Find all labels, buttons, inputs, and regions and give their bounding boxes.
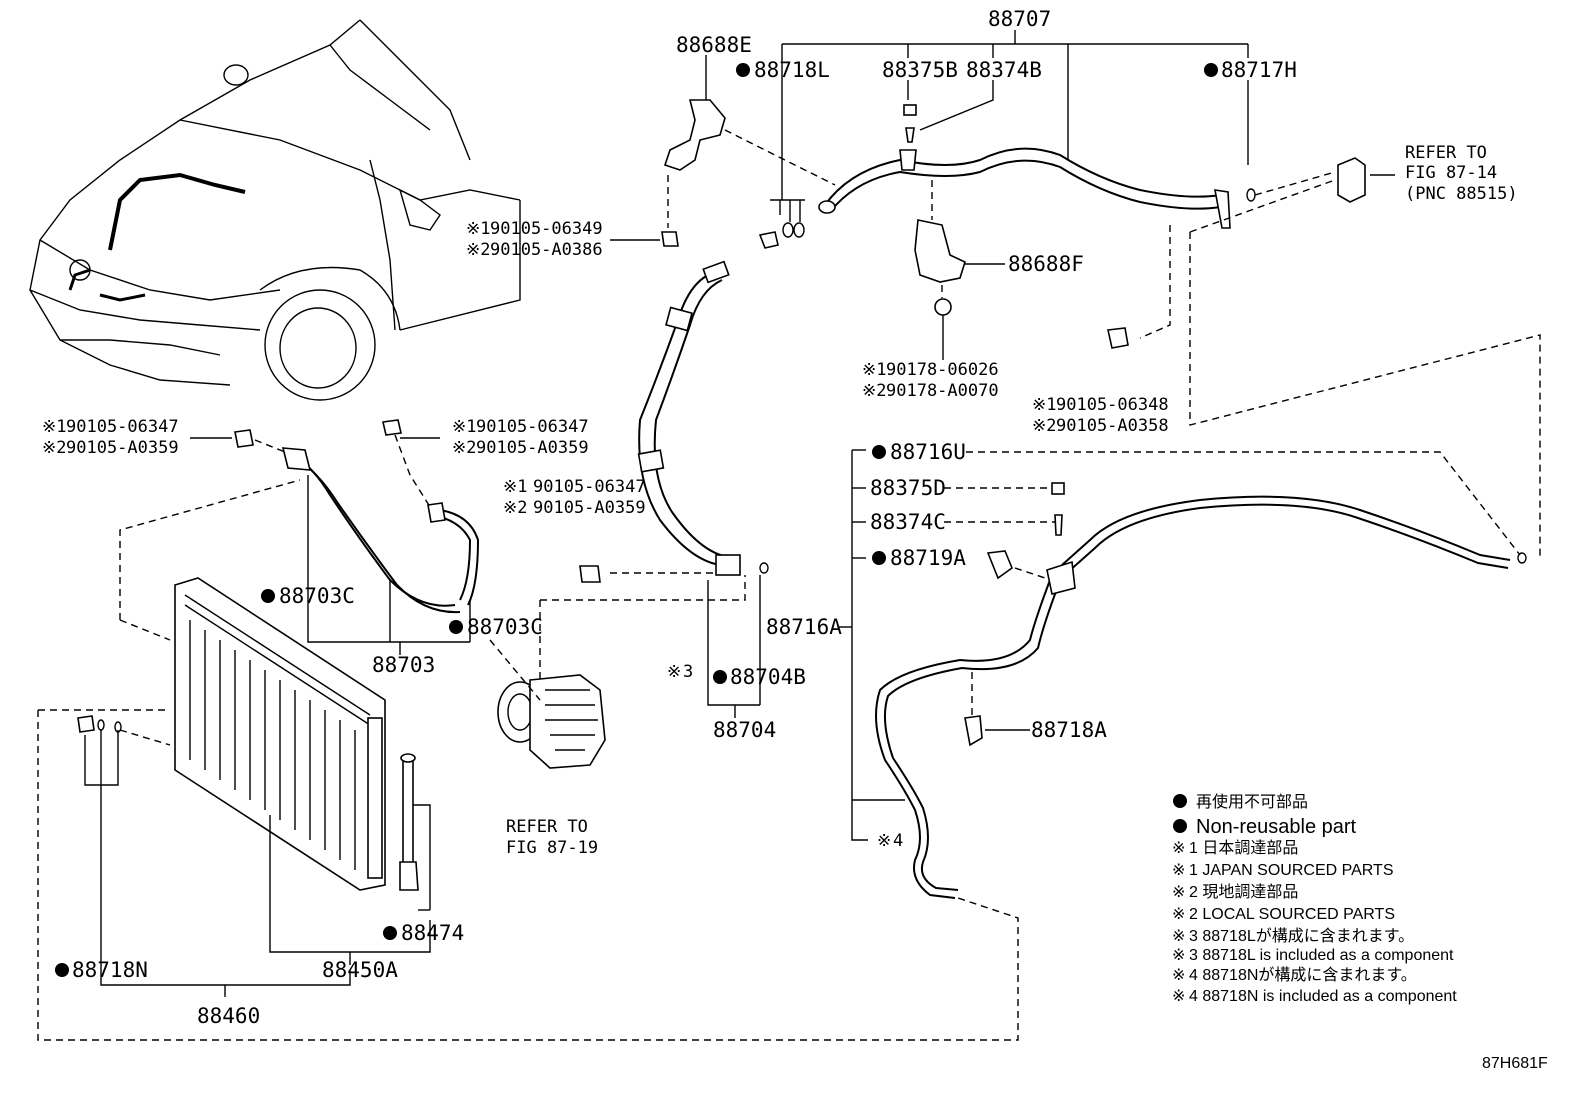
note-mark-2: ※2 [862,381,886,401]
car-illustration [29,19,521,401]
label-88703c: 88703C [279,584,355,608]
part-labels: 88707 88688E 88718L 88375B 88374B 88717H… [42,7,1548,1072]
legend-line-9: 4 88718Nが構成に含まれます。 [1189,966,1417,984]
label-88688e: 88688E [676,33,752,57]
label-88450a: 88450A [322,958,398,982]
legend-line-1: 再使用不可部品 [1196,793,1308,811]
bracket-88688f [914,180,1005,360]
label-88704b: 88704B [730,665,806,689]
note-mark: ※ [1172,906,1185,923]
note-mark-3: ※ [667,662,681,682]
legend-dot [1173,819,1187,833]
note-mark-2: ※2 [503,498,527,518]
legend-line-4: 1 JAPAN SOURCED PARTS [1189,862,1394,879]
bolt-number: 90105-06347 [66,417,179,437]
note-mark: ※ [1172,947,1185,964]
non-reusable-dot [261,589,275,603]
label-88718n: 88718N [72,958,148,982]
label-88718l: 88718L [754,58,830,82]
label-88703: 88703 [372,653,435,677]
note-mark: ※ [1172,884,1185,901]
pipe-88707-group [758,30,1256,249]
refer-to-text: REFER TO [1405,143,1487,163]
bolt-number: 90105-06349 [490,219,603,239]
legend-line-5: 2 現地調達部品 [1189,883,1298,901]
label-88688f: 88688F [1008,252,1084,276]
refer-pnc-text: (PNC 88515) [1405,184,1518,204]
label-88717h: 88717H [1221,58,1297,82]
note-mark-1: ※1 [503,477,527,497]
label-88375d: 88375D [870,476,946,500]
bolt-number: 90105-06348 [1056,395,1169,415]
legend-line-7: 3 88718Lが構成に含まれます。 [1189,927,1414,945]
bolt-number: 90105-06347 [533,477,646,497]
note-mark: ※ [1172,862,1185,879]
ref-4: 4 [893,831,903,851]
legend-dot [1173,794,1187,808]
non-reusable-dot [713,670,727,684]
bolt-number: 90105-A0386 [490,240,603,260]
note-mark-1: ※1 [1032,395,1056,415]
label-88703c: 88703C [467,615,543,639]
note-mark-2: ※2 [1032,416,1056,436]
non-reusable-dot [383,926,397,940]
non-reusable-dot [872,551,886,565]
legend-line-8: 3 88718L is included as a component [1189,947,1454,964]
label-88719a: 88719A [890,546,966,570]
hose-88704 [539,260,769,718]
bolt-number: 90105-06347 [476,417,589,437]
hose-88703 [119,419,480,655]
label-88716u: 88716U [890,440,966,464]
refer-to-text: REFER TO [506,817,588,837]
label-88707: 88707 [988,7,1051,31]
note-mark-1: ※1 [42,417,66,437]
label-88718a: 88718A [1031,718,1107,742]
note-mark: ※ [1172,928,1185,945]
label-88375b: 88375B [882,58,958,82]
label-88716a: 88716A [766,615,842,639]
note-mark-2: ※2 [452,438,476,458]
legend: 再使用不可部品 Non-reusable part ※ 1 日本調達部品 ※ 1… [1172,793,1457,1005]
label-88460: 88460 [197,1004,260,1028]
label-88374b: 88374B [966,58,1042,82]
label-88474: 88474 [401,921,464,945]
note-mark: ※ [1172,840,1185,857]
refer-fig-text: FIG 87-14 [1405,163,1497,183]
nut-number: 90178-A0070 [886,381,999,401]
legend-line-2: Non-reusable part [1196,816,1357,838]
non-reusable-dot [872,445,886,459]
legend-line-6: 2 LOCAL SOURCED PARTS [1189,906,1395,923]
bolt-number: 90105-A0359 [476,438,589,458]
receiver-part [1107,157,1541,560]
refer-fig-text: FIG 87-19 [506,838,598,858]
label-88374c: 88374C [870,510,946,534]
bolt-number: 90105-A0358 [1056,416,1169,436]
non-reusable-dot [1204,63,1218,77]
note-mark-1: ※1 [862,360,886,380]
note-mark-1: ※1 [452,417,476,437]
pipe-88716a [838,449,1527,899]
bolt-number: 90105-A0359 [533,498,646,518]
nut-number: 90178-06026 [886,360,999,380]
note-mark: ※ [1172,967,1185,984]
note-mark: ※ [1172,988,1185,1005]
bolt-number: 90105-A0359 [66,438,179,458]
compressor [489,639,606,769]
non-reusable-dot [55,963,69,977]
note-mark-1: ※1 [466,219,490,239]
label-88704: 88704 [713,718,776,742]
condenser [37,577,1019,1041]
non-reusable-dot [449,620,463,634]
bracket-88688e [610,55,836,247]
note-mark-2: ※2 [42,438,66,458]
note-mark-2: ※2 [466,240,490,260]
figure-code: 87H681F [1482,1055,1548,1072]
legend-line-10: 4 88718N is included as a component [1189,988,1457,1005]
legend-line-3: 1 日本調達部品 [1189,839,1298,857]
note-mark-4: ※ [877,831,891,851]
non-reusable-dot [736,63,750,77]
ref-3: 3 [683,662,693,682]
